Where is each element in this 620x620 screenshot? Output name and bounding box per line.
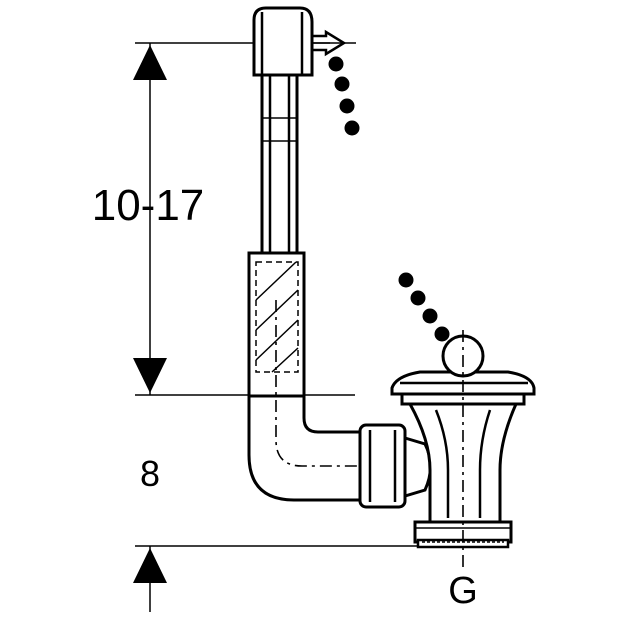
coupling-nut <box>358 423 432 509</box>
overflow-head <box>252 6 356 77</box>
drain-body <box>390 330 536 570</box>
dimension-arrow-up-icon <box>133 45 167 80</box>
lower-dimension-label: 8 <box>140 453 160 494</box>
thread-label: G <box>448 570 478 612</box>
chain-icon <box>328 56 360 136</box>
telescopic-sleeve <box>247 251 306 398</box>
overflow-pipe <box>260 73 299 257</box>
dimension-arrow-up-icon <box>133 548 167 583</box>
chain-icon <box>398 272 450 342</box>
upper-dimension-label: 10-17 <box>92 181 205 230</box>
dimension-arrow-down-icon <box>133 358 167 393</box>
